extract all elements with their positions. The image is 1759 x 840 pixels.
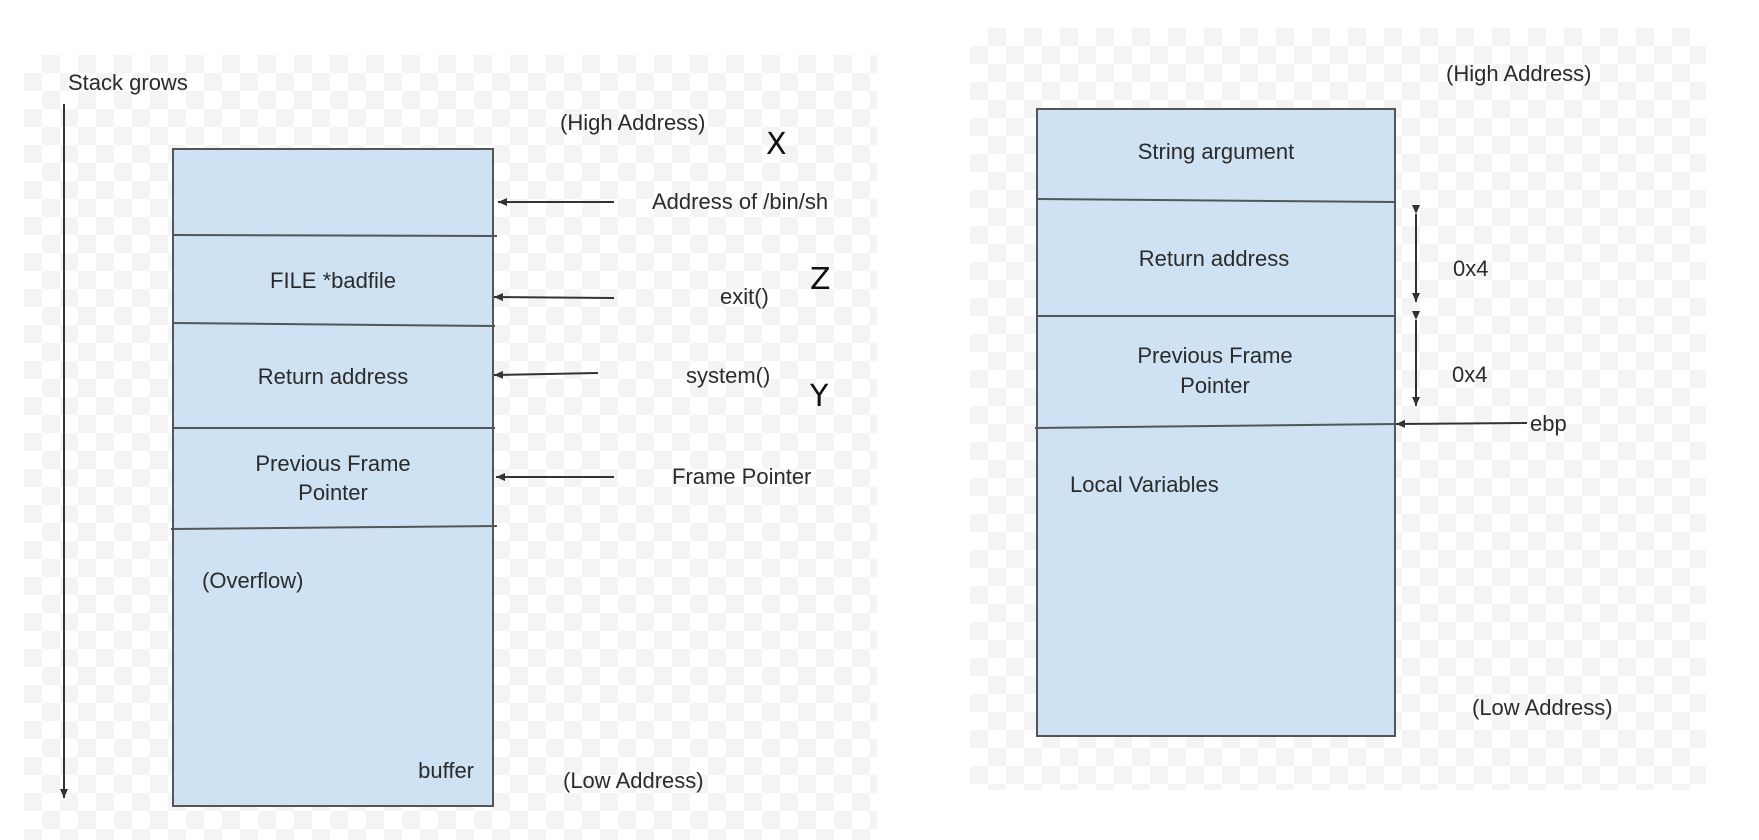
label-exit: exit()	[720, 284, 769, 309]
right-cell-prev-frame-line2: Pointer	[1180, 373, 1250, 398]
right-divider-3	[1034, 423, 1396, 429]
arrow-ebp	[1395, 419, 1528, 428]
right-stack-box	[1036, 108, 1396, 737]
left-divider-1	[172, 234, 498, 237]
arrow-exit	[493, 293, 615, 302]
left-divider-2	[172, 322, 496, 327]
label-ebp: ebp	[1530, 411, 1567, 436]
left-divider-4	[170, 525, 498, 530]
left-stack-diagram: Stack grows FILE *badfile Return address…	[60, 70, 831, 807]
cell-return-address: Return address	[258, 364, 408, 389]
right-cell-prev-frame-line1: Previous Frame	[1137, 343, 1292, 368]
mark-z: Z	[810, 262, 831, 297]
right-low-address: (Low Address)	[1472, 695, 1613, 720]
left-stack-box	[172, 148, 494, 807]
right-cell-return-address: Return address	[1139, 246, 1289, 271]
cell-file-badfile: FILE *badfile	[270, 268, 396, 293]
cell-prev-frame-line2: Pointer	[298, 480, 368, 505]
label-frame-pointer: Frame Pointer	[672, 464, 811, 489]
arrow-system	[493, 370, 599, 379]
label-system: system()	[686, 363, 770, 388]
cell-prev-frame-line1: Previous Frame	[255, 451, 410, 476]
right-cell-local-variables: Local Variables	[1070, 472, 1219, 497]
right-stack-diagram: String argument Return address Previous …	[1034, 61, 1613, 737]
right-cell-string-argument: String argument	[1138, 139, 1295, 164]
cell-buffer: buffer	[418, 758, 474, 783]
stack-grows-label: Stack grows	[68, 70, 188, 95]
label-address-binsh: Address of /bin/sh	[652, 189, 828, 214]
left-high-address: (High Address)	[560, 110, 706, 135]
offset-label-bottom: 0x4	[1452, 362, 1487, 387]
mark-y: Y	[809, 379, 829, 414]
mark-x: X	[766, 127, 787, 162]
left-low-address: (Low Address)	[563, 768, 704, 793]
cell-overflow: (Overflow)	[202, 568, 303, 593]
right-divider-1	[1036, 198, 1396, 203]
offset-label-top: 0x4	[1453, 256, 1488, 281]
right-high-address: (High Address)	[1446, 61, 1592, 86]
